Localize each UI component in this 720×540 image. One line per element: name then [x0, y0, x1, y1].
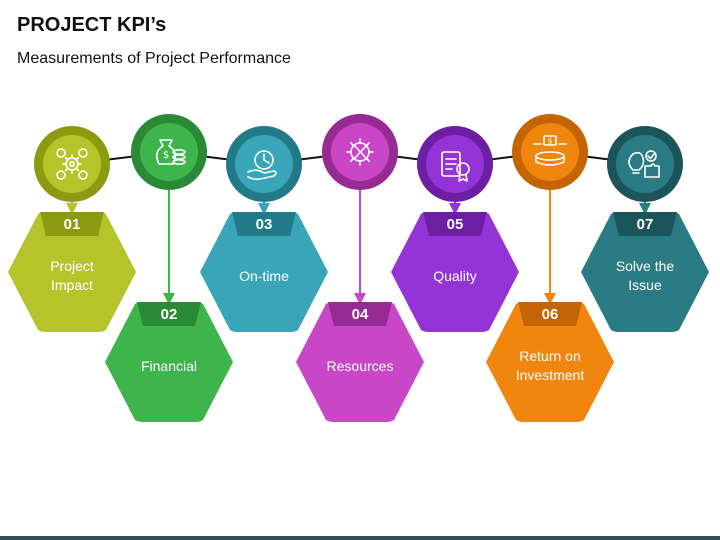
hand-clock-icon [247, 150, 277, 181]
svg-text:$: $ [547, 137, 552, 146]
kpi-hexagon [391, 212, 519, 332]
coin-stack-icon: $ [533, 135, 567, 166]
svg-text:$: $ [163, 150, 169, 161]
kpi-label-line: Quality [433, 268, 477, 284]
kpi-hexagon [105, 302, 233, 422]
footer-bar [0, 536, 720, 540]
kpi-icon-disc [616, 135, 674, 193]
gear-cycle-icon [56, 148, 88, 180]
kpi-number-tab [613, 212, 677, 236]
kpi-hexagon [296, 302, 424, 422]
kpi-label-line: Project [50, 258, 94, 274]
kpi-label-line: Impact [51, 277, 93, 293]
kpi-hexagon [200, 212, 328, 332]
kpi-hexagon [486, 302, 614, 422]
page-title: PROJECT KPI’s [17, 14, 167, 36]
kpi-hexagon [8, 212, 136, 332]
bulb-puzzle-icon [628, 150, 660, 178]
kpi-number: 03 [256, 216, 273, 233]
kpi-number-tab [328, 302, 392, 326]
page-subtitle: Measurements of Project Performance [17, 50, 291, 67]
kpi-label-line: Return on [519, 348, 580, 364]
node-layer: 01ProjectImpact$02Financial03On-time04Re… [8, 114, 709, 422]
kpi-number-tab [40, 212, 104, 236]
kpi-number-tab [423, 212, 487, 236]
kpi-number-tab [518, 302, 582, 326]
kpi-number-tab [137, 302, 201, 326]
kpi-icon-disc [140, 123, 198, 181]
kpi-number: 02 [161, 306, 178, 323]
kpi-number: 05 [447, 216, 464, 233]
kpi-icon-disc [235, 135, 293, 193]
kpi-label-line: Issue [628, 277, 662, 293]
kpi-icon-disc [43, 135, 101, 193]
kpi-hexagon [581, 212, 709, 332]
kpi-number: 04 [352, 306, 369, 323]
kpi-label-line: Resources [327, 358, 394, 374]
kpi-number-tab [232, 212, 296, 236]
quality-badge-icon [441, 151, 470, 182]
kpi-label-line: Investment [516, 367, 585, 383]
kpi-label-line: On-time [239, 268, 289, 284]
kpi-number: 01 [64, 216, 81, 233]
kpi-label-line: Solve the [616, 258, 675, 274]
kpi-number: 07 [637, 216, 654, 233]
money-bag-icon: $ [155, 139, 186, 166]
kpi-number: 06 [542, 306, 559, 323]
gear-tools-icon [346, 138, 374, 166]
kpi-label-line: Financial [141, 358, 197, 374]
